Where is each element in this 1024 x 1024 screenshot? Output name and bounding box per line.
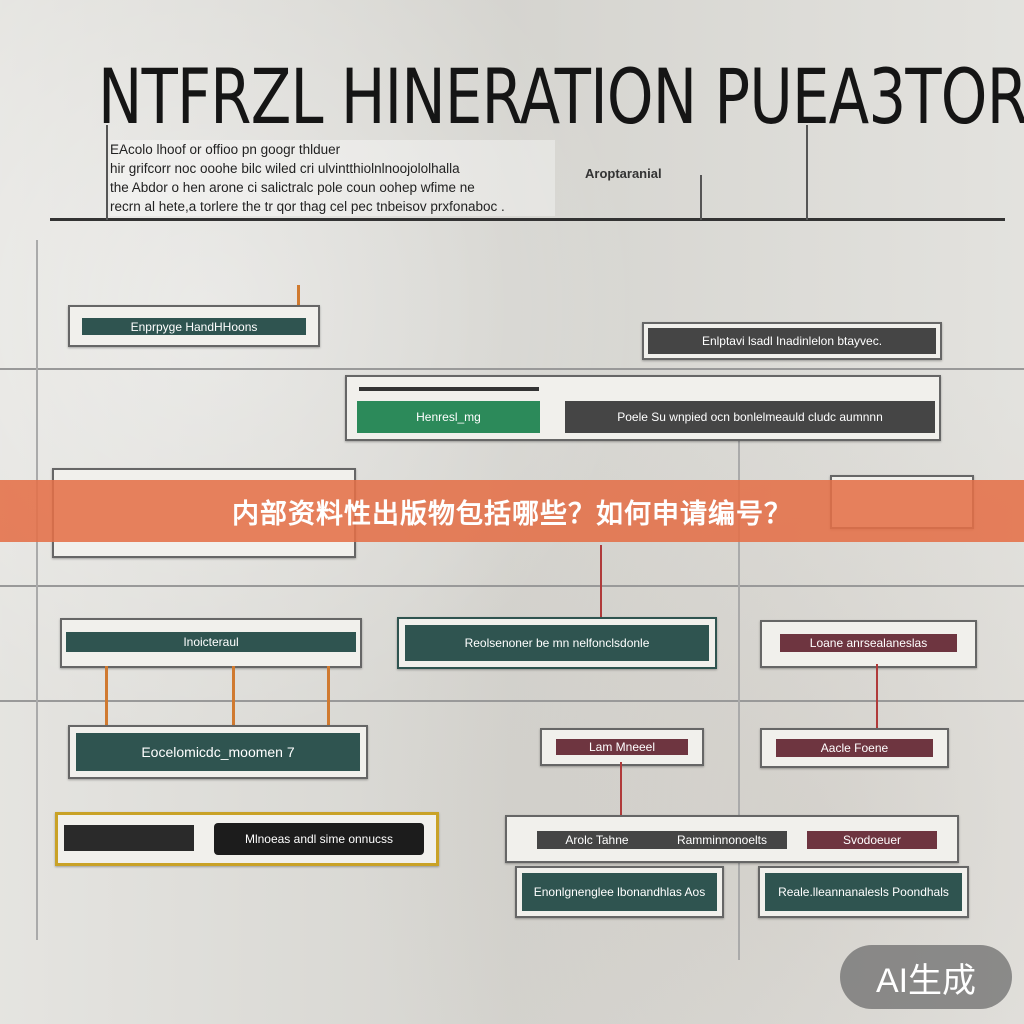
node-label: Aacle Foene: [776, 739, 933, 757]
connector: [105, 666, 108, 728]
node-label: Enonlgnenglee lbonandhlas Aos: [522, 873, 717, 911]
node-box: Loane anrsealaneslas: [760, 620, 977, 668]
node-box: Arolc Tahne Ramminnonoelts Svodoeuer: [505, 815, 959, 863]
node-label: Enprpyge HandHHoons: [82, 318, 306, 335]
node-box: Reolsenoner be mn nelfonclsdonle: [397, 617, 717, 669]
connector: [700, 175, 702, 220]
grid-line: [738, 440, 740, 960]
diagram-title: NTFRZL HINERATION PUEA3TOR: [98, 52, 1024, 141]
node-box: Inoicteraul: [60, 618, 362, 668]
node-label: Ramminnonoelts: [657, 831, 787, 849]
connector: [806, 125, 808, 220]
side-label: Aroptaranial: [585, 166, 662, 181]
header-rule: [50, 218, 1005, 221]
connector: [232, 666, 235, 728]
node-label: Inoicteraul: [66, 632, 356, 652]
connector: [297, 285, 300, 317]
node-box: Lam Mneeel: [540, 728, 704, 766]
connector: [327, 666, 330, 728]
connector: [600, 545, 602, 620]
node-label: Poele Su wnpied ocn bonlelmeauld cludc a…: [565, 401, 935, 433]
paragraph-line: the Abdor o hen arone ci salictralc pole…: [110, 180, 475, 195]
node-label: Enlptavi lsadl Inadinlelon btayvec.: [648, 328, 936, 354]
node-label: Eocelomicdc_moomen 7: [76, 733, 360, 771]
node-label: Lam Mneeel: [556, 739, 688, 755]
connector: [876, 664, 878, 730]
grid-line: [36, 240, 38, 940]
node-box: Mlnoeas andl sime onnucss: [55, 812, 439, 866]
node-box: Enonlgnenglee lbonandhlas Aos: [515, 866, 724, 918]
question-banner: 内部资料性出版物包括哪些？如何申请编号？: [0, 480, 1024, 542]
node-label: Reale.lleannanalesls Poondhals: [765, 873, 962, 911]
node-box: Aacle Foene: [760, 728, 949, 768]
ai-generated-badge: AI生成: [840, 945, 1012, 1009]
node-box: Enlptavi lsadl Inadinlelon btayvec.: [642, 322, 942, 360]
node-label: Reolsenoner be mn nelfonclsdonle: [405, 625, 709, 661]
node-label: Loane anrsealaneslas: [780, 634, 957, 652]
grid-line: [0, 585, 1024, 587]
paragraph-line: EAcolo lhoof or offioo pn googr thlduer: [110, 142, 341, 157]
node-label: Henresl_mg: [357, 401, 540, 433]
node-label: Mlnoeas andl sime onnucss: [214, 823, 424, 855]
node-box: Eocelomicdc_moomen 7: [68, 725, 368, 779]
paragraph-line: hir grifcorr noc ooohe bilc wiled cri ul…: [110, 161, 460, 176]
node-box: Enprpyge HandHHoons: [68, 305, 320, 347]
node-box: Reale.lleannanalesls Poondhals: [758, 866, 969, 918]
node-label: Svodoeuer: [807, 831, 937, 849]
connector: [106, 125, 108, 220]
connector: [620, 762, 622, 817]
intro-paragraph: EAcolo lhoof or offioo pn googr thlduer …: [110, 140, 555, 216]
node-label: Arolc Tahne: [537, 831, 657, 849]
grid-line: [0, 368, 1024, 370]
grid-line: [0, 700, 1024, 702]
paragraph-line: recrn al hete,a torlere the tr qor thag …: [110, 199, 505, 214]
node-box: Henresl_mg Poele Su wnpied ocn bonlelmea…: [345, 375, 941, 441]
